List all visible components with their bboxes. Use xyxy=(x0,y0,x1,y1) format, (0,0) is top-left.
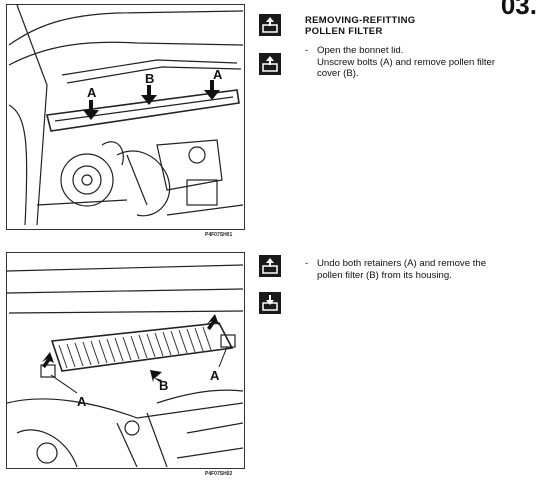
engine-bay-illustration-2: A B A xyxy=(7,264,243,467)
figure-code: P4F07SH01 xyxy=(205,232,233,238)
step-line: Open the bonnet lid. xyxy=(317,45,404,56)
bullet: - xyxy=(305,45,309,56)
title-line: POLLEN FILTER xyxy=(305,26,383,37)
label-a-left: A xyxy=(77,394,87,409)
step-line: cover (B). xyxy=(317,68,359,79)
label-a-right: A xyxy=(210,368,220,383)
figure-code: P4F07SH02 xyxy=(205,471,233,477)
removal-icon xyxy=(259,255,281,277)
page-number: 03. xyxy=(500,0,537,20)
label-a-right: A xyxy=(213,67,223,82)
refit-icon xyxy=(259,292,281,314)
step-1: - Open the bonnet lid. Unscrew bolts (A)… xyxy=(305,45,537,80)
step-line: pollen filter (B) from its housing. xyxy=(317,269,452,281)
step-2: - Undo both retainers (A) and remove the… xyxy=(305,258,537,281)
engine-bay-illustration-1: A B A xyxy=(8,5,243,226)
figure-pollen-filter: A B A xyxy=(6,252,245,469)
label-a-left: A xyxy=(87,85,97,100)
label-b: B xyxy=(145,71,154,86)
section-title: REMOVING-REFITTING POLLEN FILTER xyxy=(305,15,415,37)
step-text: Undo both retainers (A) and remove the p… xyxy=(317,258,537,281)
label-b: B xyxy=(159,378,168,393)
title-line: REMOVING-REFITTING xyxy=(305,15,416,26)
step-line: Unscrew bolts (A) and remove pollen filt… xyxy=(317,56,496,68)
removal-icon xyxy=(259,14,281,36)
bullet: - xyxy=(305,258,309,269)
removal-icon xyxy=(259,53,281,75)
step-text: Open the bonnet lid. Unscrew bolts (A) a… xyxy=(317,45,537,80)
step-line: Undo both retainers (A) and remove the xyxy=(317,258,487,269)
figure-filter-cover: A B A xyxy=(6,4,245,230)
